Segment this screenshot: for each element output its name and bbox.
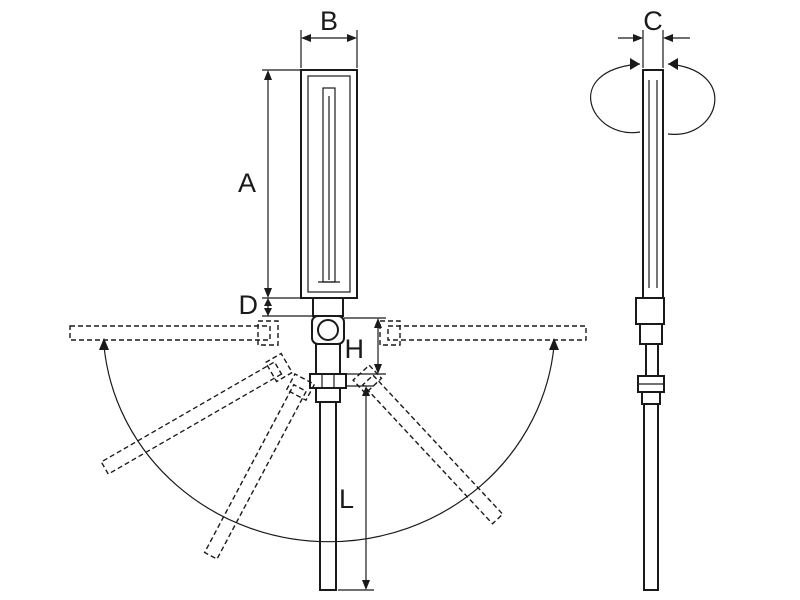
side-hex-fitting bbox=[637, 375, 665, 405]
dimension-label-d: D bbox=[239, 290, 259, 320]
dimension-label-b: B bbox=[320, 6, 338, 36]
dimension-l: L bbox=[338, 385, 374, 591]
thermometer-stem bbox=[319, 401, 337, 591]
dimension-label-c: C bbox=[643, 6, 663, 36]
dimension-label-a: A bbox=[238, 168, 256, 198]
side-case bbox=[642, 69, 664, 299]
dimension-h: H bbox=[344, 317, 386, 375]
hex-fitting bbox=[309, 373, 347, 403]
front-view: B A D H bbox=[69, 6, 587, 591]
side-rotation-arrow bbox=[590, 58, 716, 135]
stem-position-left-angled-1 bbox=[100, 352, 294, 476]
dimension-a: A bbox=[238, 69, 301, 299]
dimension-d: D bbox=[239, 290, 312, 320]
stem-position-right-horizontal bbox=[379, 320, 587, 346]
rotation-arc bbox=[99, 338, 559, 543]
side-view: C bbox=[590, 6, 716, 591]
side-neck bbox=[635, 297, 665, 377]
swivel-joint bbox=[311, 315, 345, 375]
dimension-label-l: L bbox=[339, 484, 354, 514]
side-stem bbox=[643, 403, 659, 591]
dimension-b: B bbox=[300, 6, 358, 68]
dimension-c: C bbox=[618, 6, 690, 68]
thermometer-case bbox=[300, 69, 358, 299]
stem-position-left-angled-2 bbox=[203, 373, 316, 560]
stem-position-right-angled bbox=[352, 364, 504, 525]
stem-position-left-horizontal bbox=[69, 320, 279, 346]
dimension-label-h: H bbox=[345, 334, 365, 364]
case-neck bbox=[312, 297, 344, 317]
